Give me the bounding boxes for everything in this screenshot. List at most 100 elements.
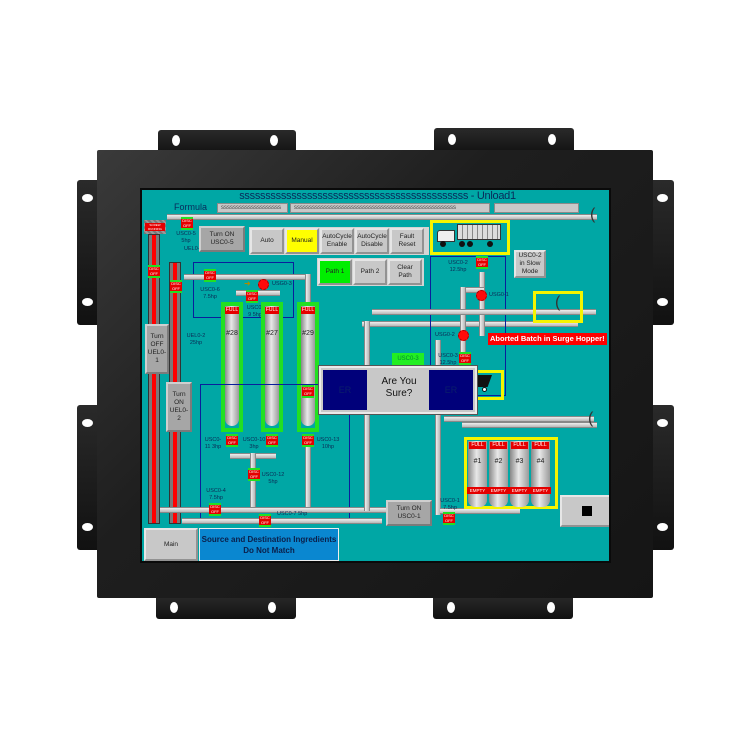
silo-28-number: #28: [226, 330, 238, 337]
label-uel02: UEL0-2 25hp: [186, 333, 206, 346]
dialog-right-button[interactable]: ER: [429, 370, 473, 410]
mount-hole: [657, 298, 668, 306]
pump-usg02[interactable]: [458, 330, 469, 341]
manual-button[interactable]: Manual: [285, 228, 319, 254]
silo-28-status: FULL: [225, 307, 239, 314]
screen-title: ssssssssssssssssssssssssssssssssssssssss…: [239, 190, 516, 202]
silo-1-number: #1: [473, 458, 482, 465]
turn-off-uel01-button[interactable]: Turn OFF UEL0-1: [145, 324, 169, 374]
silo-2-top-status: FULL: [490, 442, 507, 449]
turn-on-usc05-button[interactable]: Turn ON USC0-5: [199, 226, 245, 252]
turn-on-usc01-button[interactable]: Turn ON USC0-1: [386, 500, 432, 526]
mount-hole: [172, 135, 180, 146]
mount-hole: [547, 602, 555, 613]
valve-uel02[interactable]: DISC OFF: [170, 280, 182, 293]
pump-usg03[interactable]: [258, 279, 269, 290]
pipe-usc07: [182, 518, 382, 524]
mount-hole: [82, 523, 93, 531]
mount-bracket-right-lower: [650, 405, 674, 550]
fault-reset-button[interactable]: Fault Reset: [390, 228, 424, 254]
hmi-screen: ssssssssssssssssssssssssssssssssssssssss…: [140, 188, 611, 563]
stop-button[interactable]: [560, 495, 609, 527]
label-usc010: USC0-10 3hp: [242, 437, 266, 450]
mount-hole: [657, 419, 668, 427]
label-usc01: USC0-1 7.5hp: [440, 498, 460, 511]
silo-3-bottom-status: EMPTY: [509, 487, 530, 494]
dump-truck-icon: [437, 224, 503, 250]
pipe-mid: [362, 321, 578, 327]
silo-1-bottom-status: EMPTY: [467, 487, 488, 494]
mount-hole: [270, 135, 278, 146]
label-usc02: USC0-2 12.5hp: [448, 260, 468, 273]
mount-hole: [657, 194, 668, 202]
formula-label: Formula: [174, 202, 208, 212]
turn-on-uel02-button[interactable]: Turn ON UEL0-2: [166, 382, 192, 432]
path1-button[interactable]: Path 1: [318, 259, 352, 285]
valve-usc010[interactable]: DISC OFF: [266, 434, 278, 447]
silo-2: [489, 441, 508, 507]
formula-field-2[interactable]: ssssssssssssssssssssssssssssssssssssssss…: [290, 203, 490, 213]
silo-frame-28: [221, 302, 243, 432]
silo-frame-29: [297, 302, 319, 432]
pipe-usc06: [184, 274, 309, 280]
dialog-message: Are You Sure?: [381, 376, 417, 399]
pipe-usc012: [250, 453, 256, 509]
mount-hole: [82, 298, 93, 306]
pump-usg01[interactable]: [476, 290, 487, 301]
confirm-dialog: ER Are You Sure? ER: [319, 366, 477, 414]
pipe-usg-loop: [460, 287, 484, 293]
pipe-usc01: [435, 340, 441, 515]
valve-usc012[interactable]: DISC OFF: [248, 468, 260, 481]
formula-field-1[interactable]: ssssssssssssssssssss: [217, 203, 288, 213]
valve-usc011[interactable]: DISC OFF: [226, 434, 238, 447]
mount-bracket-right-upper: [650, 180, 674, 325]
ingredient-mismatch-alarm: Source and Destination Ingredients Do No…: [199, 528, 339, 561]
main-button[interactable]: Main: [144, 528, 198, 561]
dialog-left-button[interactable]: ER: [323, 370, 367, 410]
silo-4-top-status: FULL: [532, 442, 549, 449]
truck-highlight: [430, 220, 510, 255]
mount-hole: [447, 602, 455, 613]
silo-2-bottom-status: EMPTY: [488, 487, 509, 494]
mount-hole: [82, 194, 93, 202]
auto-button[interactable]: Auto: [250, 228, 284, 254]
valve-silo-29[interactable]: DISC OFF: [302, 385, 314, 398]
valve-usc01[interactable]: DISC OFF: [443, 512, 455, 525]
pipe-silo29-down: [305, 440, 311, 508]
silo-27-number: #27: [266, 330, 278, 337]
formula-field-3[interactable]: [494, 203, 579, 213]
mount-bracket-bottom-left: [156, 595, 296, 619]
silo-27-status: FULL: [265, 307, 279, 314]
valve-usc05[interactable]: DISC OFF: [181, 217, 193, 230]
silo-2-number: #2: [494, 458, 503, 465]
silo-1: [468, 441, 487, 507]
autocycle-disable-button[interactable]: AutoCycle Disable: [355, 228, 389, 254]
pipe-usc09: [236, 290, 280, 296]
silo-4-bottom-status: EMPTY: [530, 487, 551, 494]
pipe-usg01: [479, 272, 485, 336]
pipe-break-icon: (: [588, 410, 594, 427]
valve-usc06[interactable]: DISC OFF: [204, 269, 216, 282]
silo-3-top-status: FULL: [511, 442, 528, 449]
silo-28: [225, 306, 239, 426]
pipe-right-lower: [444, 416, 594, 422]
autocycle-enable-button[interactable]: AutoCycle Enable: [320, 228, 354, 254]
valve-usc03[interactable]: DISC OFF: [459, 352, 471, 365]
mount-hole: [548, 134, 556, 145]
label-usc07: USC0-7 5hp: [277, 511, 308, 517]
clear-path-button[interactable]: Clear Path: [388, 259, 422, 285]
usc02-slow-mode-button[interactable]: USC0-2 in Slow Mode: [514, 250, 546, 278]
silo-1-top-status: FULL: [469, 442, 486, 449]
mount-hole: [657, 523, 668, 531]
valve-usc02[interactable]: DISC OFF: [476, 256, 488, 269]
valve-usc04[interactable]: DISC OFF: [209, 503, 221, 516]
path2-button[interactable]: Path 2: [353, 259, 387, 285]
aborted-batch-alarm: Aborted Batch in Surge Hopper!: [488, 333, 607, 345]
valve-usc013[interactable]: DISC OFF: [302, 434, 314, 447]
pipe-usg02: [460, 287, 466, 357]
valve-uel01[interactable]: DISC OFF: [148, 265, 160, 278]
valve-usc09[interactable]: DISC OFF: [246, 290, 258, 303]
valve-usc07[interactable]: DISC OFF: [259, 514, 271, 527]
mount-hole: [448, 134, 456, 145]
label-usg02: USG0-2: [435, 332, 455, 338]
